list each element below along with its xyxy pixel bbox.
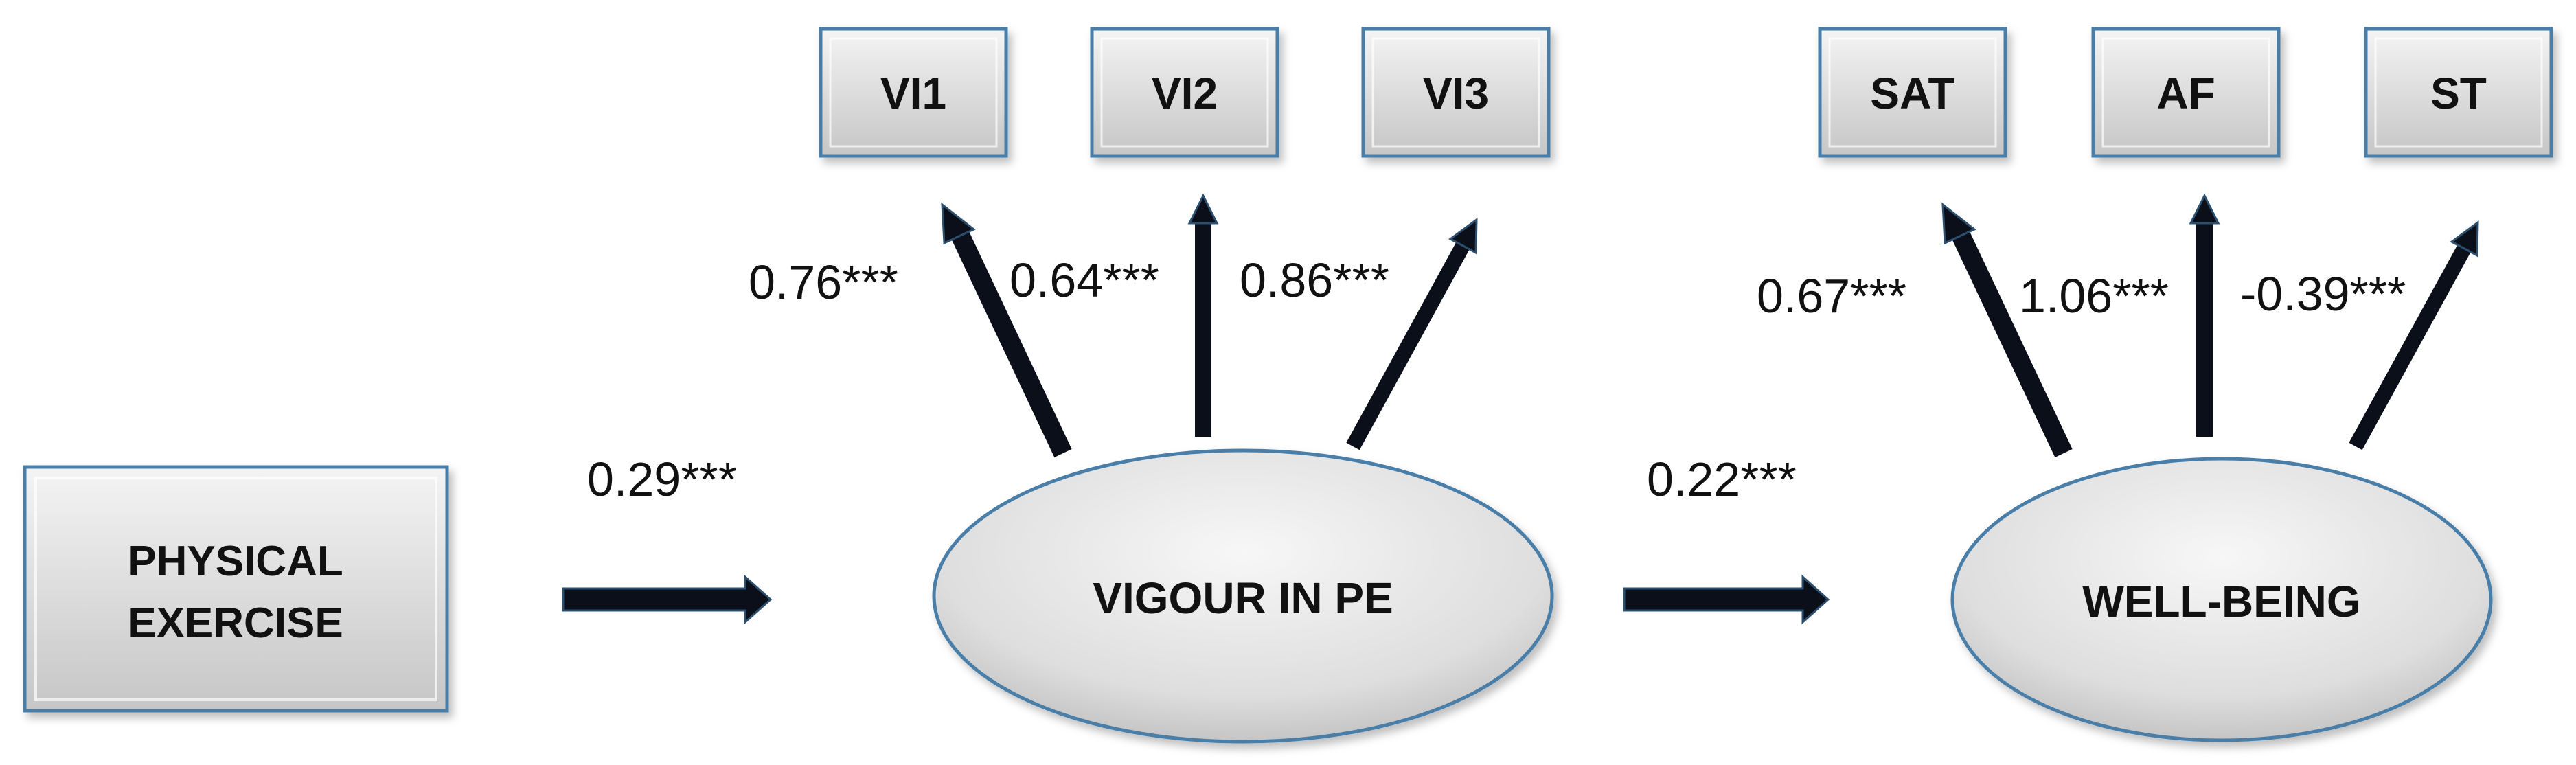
- well-being-label: WELL-BEING: [2082, 577, 2360, 626]
- wellbeing-to-st-arrow: [2349, 220, 2479, 450]
- st-box: ST: [2364, 27, 2553, 158]
- physical-exercise-label-line2: EXERCISE: [128, 600, 343, 647]
- loading-vi2: 0.64***: [1010, 253, 1159, 307]
- vigour-to-wellbeing-arrow: [1623, 574, 1830, 625]
- vi1-label: VI1: [880, 69, 946, 118]
- loading-af: 1.06***: [2019, 269, 2169, 323]
- vigour-to-vi3-arrow: [1346, 217, 1478, 450]
- exercise-to-vigour-arrow: [562, 574, 773, 625]
- physical-exercise-box: PHYSICAL EXERCISE: [23, 465, 449, 713]
- vigour-in-pe-label: VIGOUR IN PE: [1093, 573, 1393, 623]
- path-coef-exercise-vigour: 0.29***: [587, 453, 737, 506]
- wellbeing-to-sat-arrow: [1941, 202, 2073, 457]
- well-being-ellipse: WELL-BEING: [1950, 457, 2493, 742]
- loading-st: -0.39***: [2240, 267, 2406, 321]
- loading-vi1: 0.76***: [749, 255, 898, 309]
- af-label: AF: [2156, 69, 2215, 118]
- sat-box: SAT: [1818, 27, 2007, 158]
- wellbeing-to-af-arrow: [2189, 193, 2220, 437]
- st-label: ST: [2430, 69, 2487, 118]
- af-box: AF: [2091, 27, 2281, 158]
- path-coef-vigour-wellbeing: 0.22***: [1647, 453, 1797, 506]
- sat-label: SAT: [1870, 69, 1954, 118]
- vi1-box: VI1: [819, 27, 1008, 158]
- loading-vi3: 0.86***: [1240, 253, 1389, 307]
- vigour-to-vi1-arrow: [941, 202, 1072, 457]
- vi2-box: VI2: [1090, 27, 1279, 158]
- vigour-in-pe-ellipse: VIGOUR IN PE: [932, 448, 1554, 744]
- physical-exercise-label-line1: PHYSICAL: [128, 538, 343, 585]
- vi2-label: VI2: [1152, 69, 1218, 118]
- vigour-to-vi2-arrow: [1187, 193, 1219, 437]
- loading-sat: 0.67***: [1757, 269, 1906, 323]
- vi3-box: VI3: [1361, 27, 1551, 158]
- vi3-label: VI3: [1423, 69, 1489, 118]
